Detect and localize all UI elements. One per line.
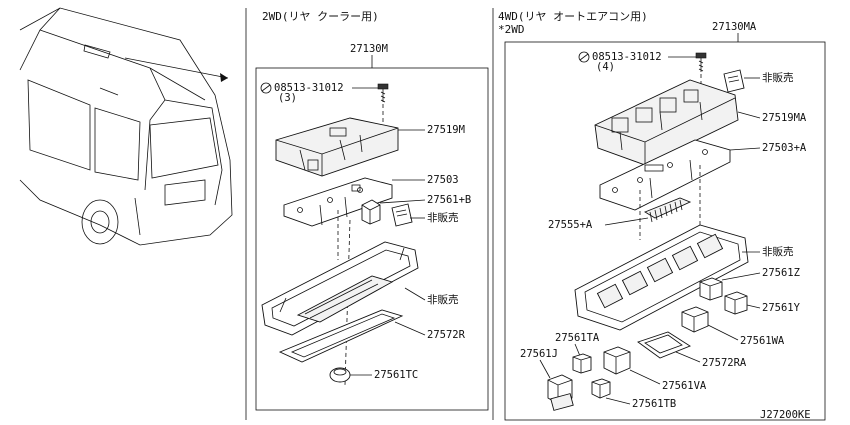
right-label-p1: 非販売 bbox=[762, 71, 794, 84]
right-section-header-1: 4WD(リヤ オートエアコン用) bbox=[498, 10, 648, 23]
mid-bracket-part bbox=[391, 203, 413, 227]
right-label-p10: 27561J bbox=[520, 348, 558, 360]
mid-assembly-label: 27130M bbox=[350, 43, 388, 55]
right-label-p3: 27503+A bbox=[762, 142, 807, 154]
right-label-p4: 27555+A bbox=[548, 219, 593, 231]
mid-label-p1: 27519M bbox=[427, 124, 465, 136]
mid-screw-qty: (3) bbox=[278, 92, 297, 104]
right-label-p12: 27561VA bbox=[662, 380, 707, 392]
right-lens-part bbox=[637, 331, 691, 359]
mid-bulb-part bbox=[361, 199, 381, 225]
mid-label-p5: 非販売 bbox=[427, 293, 459, 306]
right-screw-qty: (4) bbox=[596, 61, 615, 73]
right-board-part bbox=[599, 139, 731, 211]
mid-housing-part bbox=[261, 241, 419, 336]
vehicle-illustration bbox=[19, 7, 233, 246]
right-bulb-va-part bbox=[603, 346, 631, 375]
mid-bulb-tc-part bbox=[329, 367, 351, 383]
mid-assembly-frame bbox=[255, 67, 489, 411]
right-label-p2: 27519MA bbox=[762, 112, 807, 124]
right-label-p6: 27561Z bbox=[762, 267, 800, 279]
mid-screw-icon bbox=[260, 82, 272, 94]
right-bulb-tb-part bbox=[591, 378, 611, 399]
mid-label-p2: 27503 bbox=[427, 174, 459, 186]
right-assembly-frame bbox=[504, 41, 826, 421]
right-screw-icon bbox=[578, 51, 590, 63]
right-screw-label: 08513-31012 bbox=[592, 51, 662, 63]
right-label-p8: 27561WA bbox=[740, 335, 785, 347]
mid-label-p6: 27572R bbox=[427, 329, 466, 341]
mid-screw-label: 08513-31012 bbox=[274, 82, 344, 94]
right-label-p7: 27561Y bbox=[762, 302, 801, 314]
right-label-p5: 非販売 bbox=[762, 245, 794, 258]
right-bulb-ta-part bbox=[572, 353, 592, 374]
right-clip-part bbox=[723, 69, 745, 93]
mid-label-p4: 非販売 bbox=[427, 211, 459, 224]
right-section-header-2: *2WD bbox=[498, 23, 525, 36]
right-connector-part bbox=[643, 197, 692, 223]
mid-screw-part bbox=[377, 83, 389, 103]
right-bulb-j-part bbox=[547, 374, 574, 411]
right-label-p9: 27561TA bbox=[555, 332, 600, 344]
right-duct-part bbox=[594, 79, 739, 166]
diagram-code: J27200KE bbox=[760, 409, 811, 421]
mid-label-p7: 27561TC bbox=[374, 369, 418, 381]
mid-lens-part bbox=[278, 309, 404, 363]
right-bulb-y-part bbox=[724, 291, 748, 315]
right-assembly-label: 27130MA bbox=[712, 21, 757, 33]
mid-section-header: 2WD(リヤ クーラー用) bbox=[262, 10, 379, 23]
right-label-p11: 27572RA bbox=[702, 357, 747, 369]
right-label-p13: 27561TB bbox=[632, 398, 676, 410]
right-bulb-z-part bbox=[699, 277, 723, 301]
mid-label-p3: 27561+B bbox=[427, 194, 471, 206]
mid-cover-part bbox=[275, 117, 399, 177]
right-housing-part bbox=[574, 224, 749, 331]
right-bulb-wa-part bbox=[681, 306, 709, 333]
mid-board-part bbox=[283, 177, 393, 227]
right-screw-part bbox=[695, 52, 707, 72]
